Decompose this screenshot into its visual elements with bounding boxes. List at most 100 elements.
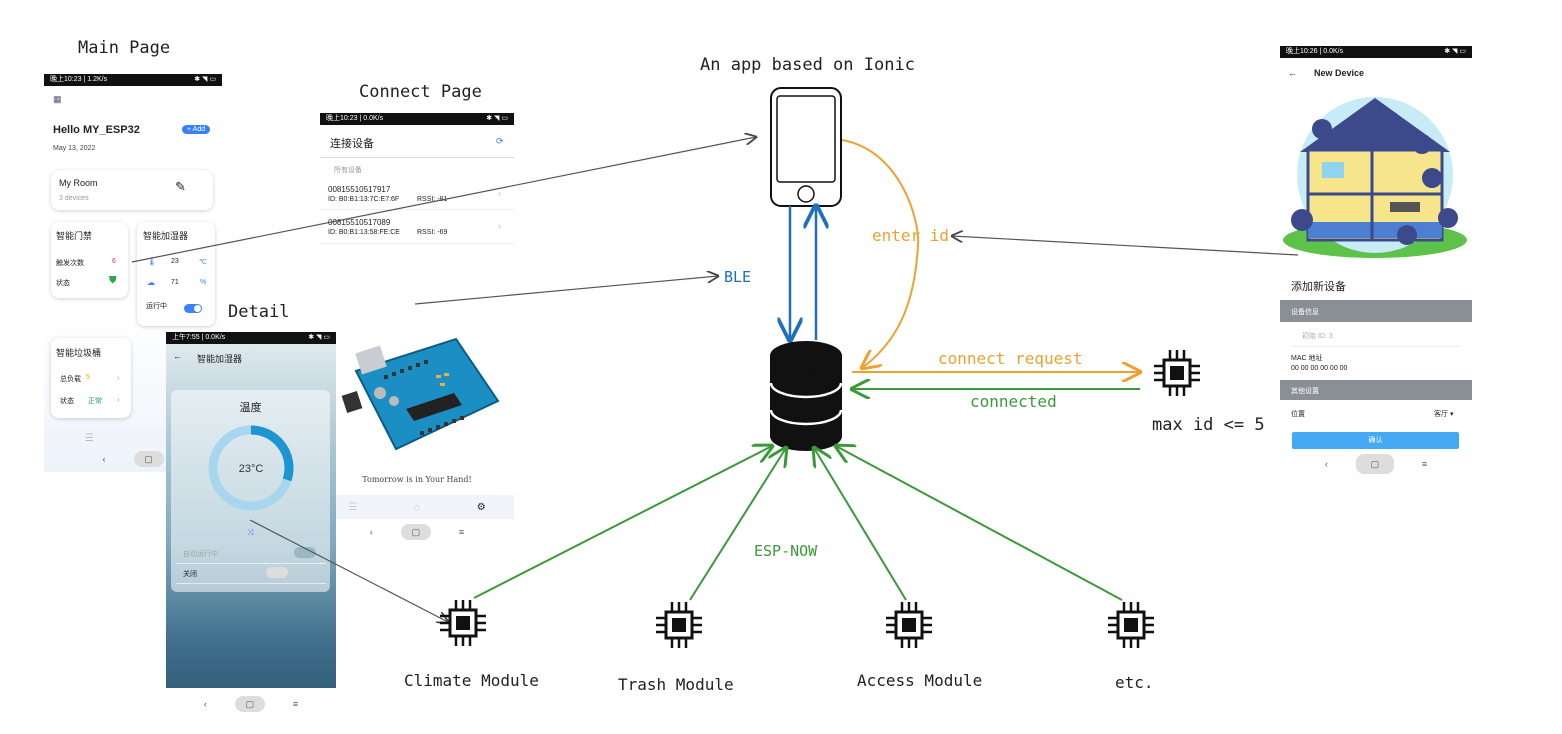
detail-card: 温度 23°C ⤨	[171, 390, 330, 592]
section-all-devices: 所有设备	[334, 167, 362, 174]
system-nav: ‹ ▢ ≡	[320, 519, 514, 545]
enter-id-label: enter id	[872, 226, 949, 245]
section-info-label: 设备信息	[1291, 309, 1319, 316]
back-nav-icon[interactable]: ‹	[203, 699, 207, 709]
chevron-right-icon[interactable]: ›	[117, 395, 120, 404]
refresh-icon[interactable]: ⟳	[496, 136, 504, 146]
new-device-title: New Device	[1314, 68, 1365, 78]
recents-nav-icon[interactable]: ≡	[1421, 459, 1428, 469]
room-devices: 3 devices	[59, 195, 89, 202]
home-icon[interactable]: ⌂	[413, 501, 421, 513]
grid-icon[interactable]: ▦	[53, 94, 62, 104]
new-device-chip-icon	[1152, 348, 1202, 398]
divider	[320, 157, 514, 158]
climate-chip-icon	[438, 598, 488, 648]
divider	[176, 583, 326, 584]
back-nav-icon[interactable]: ‹	[369, 527, 373, 537]
divider	[1291, 346, 1461, 347]
shuffle-icon[interactable]: ⤨	[247, 528, 254, 537]
system-nav: ‹ ▢ ≡	[166, 688, 336, 720]
arduino-board-illustration	[341, 337, 500, 451]
auto-toggle[interactable]	[294, 547, 316, 558]
date: May 13, 2022	[53, 145, 96, 152]
device-row[interactable]: 00815510517089 ID: B0:B1:13:58:FE:CE RSS…	[320, 213, 514, 244]
etc-chip-icon	[1106, 600, 1156, 650]
humidifier-temp: 23	[171, 258, 179, 265]
trash-status-label: 状态	[60, 398, 74, 405]
location-select[interactable]: 客厅 ▾	[1434, 411, 1454, 418]
access-to-db-arrow	[814, 448, 907, 601]
auto-label: 自动运行中	[183, 551, 218, 558]
trash-chip-icon	[654, 600, 704, 650]
device-name: 00815510517917	[328, 185, 391, 194]
device-rssi: RSSI: -69	[417, 229, 448, 236]
thermometer-icon: 🌡	[147, 257, 158, 266]
module-label: etc.	[1115, 673, 1154, 692]
confirm-label: 确认	[1368, 437, 1383, 444]
edit-icon[interactable]: ✎	[175, 179, 186, 194]
status-text: 晚上10:23 | 1.2K/s	[50, 76, 108, 83]
smartphone-icon	[770, 87, 842, 207]
module-label: Trash Module	[618, 675, 734, 694]
chevron-right-icon[interactable]: ›	[117, 373, 120, 382]
menu-icon[interactable]: ☰	[84, 432, 94, 444]
trash-to-db-arrow	[689, 448, 786, 601]
trash-card[interactable]: 智能垃圾桶 总负载 5 › 状态 正常 ›	[51, 338, 131, 418]
back-nav-icon[interactable]: ‹	[102, 454, 106, 464]
shield-check-icon: ⛊	[109, 275, 117, 286]
section-other-label: 其他设置	[1291, 388, 1319, 395]
off-label: 关闭	[183, 571, 197, 578]
confirm-button[interactable]: 确认	[1292, 432, 1459, 449]
smart-house-illustration	[1283, 97, 1467, 258]
etc-to-db-arrow	[836, 446, 1123, 601]
back-arrow-icon[interactable]: ←	[1288, 68, 1297, 78]
home-nav-icon[interactable]: ▢	[234, 696, 265, 712]
module-label: Access Module	[857, 671, 982, 690]
gear-icon[interactable]: ⚙	[476, 501, 486, 513]
connect-request-label: connect request	[938, 349, 1083, 368]
recents-nav-icon[interactable]: ≡	[292, 699, 299, 709]
room-title: My Room	[59, 178, 98, 188]
home-nav-icon[interactable]: ▢	[133, 451, 164, 467]
mac-value[interactable]: 00 00 00 00 00 00	[1291, 365, 1348, 372]
enter-id-arrow	[841, 139, 920, 368]
device-name: 00815510517089	[328, 218, 391, 227]
main-to-app-arrow	[131, 137, 756, 263]
recents-nav-icon[interactable]: ≡	[458, 527, 465, 537]
back-nav-icon[interactable]: ‹	[1324, 459, 1328, 469]
chevron-right-icon: ›	[498, 221, 501, 231]
device-rssi: RSSI: -81	[417, 196, 448, 203]
initial-id[interactable]: 初始 ID: 3	[1302, 333, 1333, 340]
status-text: 上午7:55 | 0.0K/s	[172, 334, 226, 341]
temperature-gauge: 23°C	[208, 425, 294, 511]
add-device-heading: 添加新设备	[1291, 281, 1346, 293]
access-chip-icon	[884, 600, 934, 650]
system-nav: ‹ ▢	[44, 446, 222, 472]
connect-page-caption: Connect Page	[359, 82, 482, 102]
detail-caption: Detail	[228, 302, 290, 322]
off-toggle[interactable]	[266, 567, 288, 578]
rain-cloud-icon: ☁	[147, 278, 155, 287]
humidifier-card[interactable]: 智能加湿器 🌡 23 ℃ ☁ 71 % 运行中	[137, 222, 215, 326]
humidifier-title: 智能加湿器	[143, 231, 189, 241]
tab-bar: ☰ ⌂ ⚙	[320, 495, 514, 519]
trash-load-label: 总负载	[60, 376, 81, 383]
mac-label: MAC 地址	[1291, 355, 1323, 362]
menu-icon[interactable]: ☰	[348, 501, 358, 513]
device-row[interactable]: 00815510517917 ID: B0:B1:13:7C:E7:6F RSS…	[320, 179, 514, 210]
connect-title: 连接设备	[330, 138, 374, 150]
module-label: Climate Module	[404, 671, 539, 690]
door-card[interactable]: 智能门禁 触发次数 6 状态 ⛊	[51, 222, 128, 298]
connect-page-screenshot: 晚上10:23 | 0.0K/s✱ ◥ ▭ 连接设备 ⟳ 所有设备 008155…	[320, 113, 514, 545]
humidifier-toggle[interactable]	[184, 300, 202, 318]
room-card[interactable]: My Room 3 devices ✎	[51, 170, 213, 210]
device-id: ID: B0:B1:13:7C:E7:6F	[328, 196, 400, 203]
chevron-right-icon: ›	[498, 188, 501, 198]
add-button[interactable]: + Add	[182, 125, 211, 134]
door-title: 智能门禁	[56, 231, 93, 241]
card-title: 温度	[239, 402, 262, 414]
database-icon	[769, 341, 843, 451]
home-nav-icon[interactable]: ▢	[1355, 454, 1394, 474]
home-nav-icon[interactable]: ▢	[400, 524, 431, 540]
back-arrow-icon[interactable]: ←	[173, 351, 182, 361]
